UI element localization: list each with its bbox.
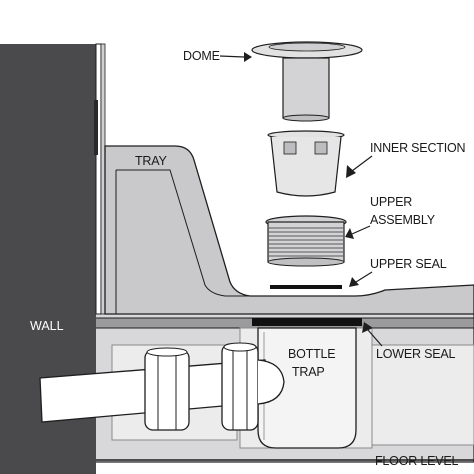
tray-label: TRAY	[135, 154, 167, 168]
floor-level-label: FLOOR LEVEL	[375, 454, 458, 468]
bottle-trap-label-line2: TRAP	[292, 365, 325, 379]
upper-assembly-label-line2: ASSEMBLY	[370, 213, 436, 227]
upper-seal-callout: UPPER SEAL	[349, 257, 447, 287]
upper-assembly	[265, 215, 347, 267]
floor-level-callout: FLOOR LEVEL	[375, 454, 459, 468]
dome	[251, 41, 363, 122]
bottle-trap-label-line1: BOTTLE	[288, 347, 335, 361]
wall-label: WALL	[30, 319, 64, 333]
pipe-coupling-left	[144, 347, 190, 431]
inner-section	[267, 130, 345, 197]
upper-seal-label: UPPER SEAL	[370, 257, 447, 271]
inner-section-label: INNER SECTION	[370, 141, 465, 155]
inner-section-callout: INNER SECTION	[346, 141, 466, 178]
upper-assembly-callout: UPPER ASSEMBLY	[345, 195, 436, 239]
lower-seal-label: LOWER SEAL	[376, 347, 456, 361]
tray: TRAY	[104, 145, 474, 315]
waste-pipe	[39, 342, 285, 431]
dome-label: DOME	[183, 49, 220, 63]
upper-seal	[270, 285, 342, 289]
pipe-coupling-right	[221, 342, 259, 431]
upper-assembly-label-line1: UPPER	[370, 195, 412, 209]
dome-callout: DOME	[183, 49, 252, 63]
lower-seal-callout: LOWER SEAL	[362, 322, 456, 361]
